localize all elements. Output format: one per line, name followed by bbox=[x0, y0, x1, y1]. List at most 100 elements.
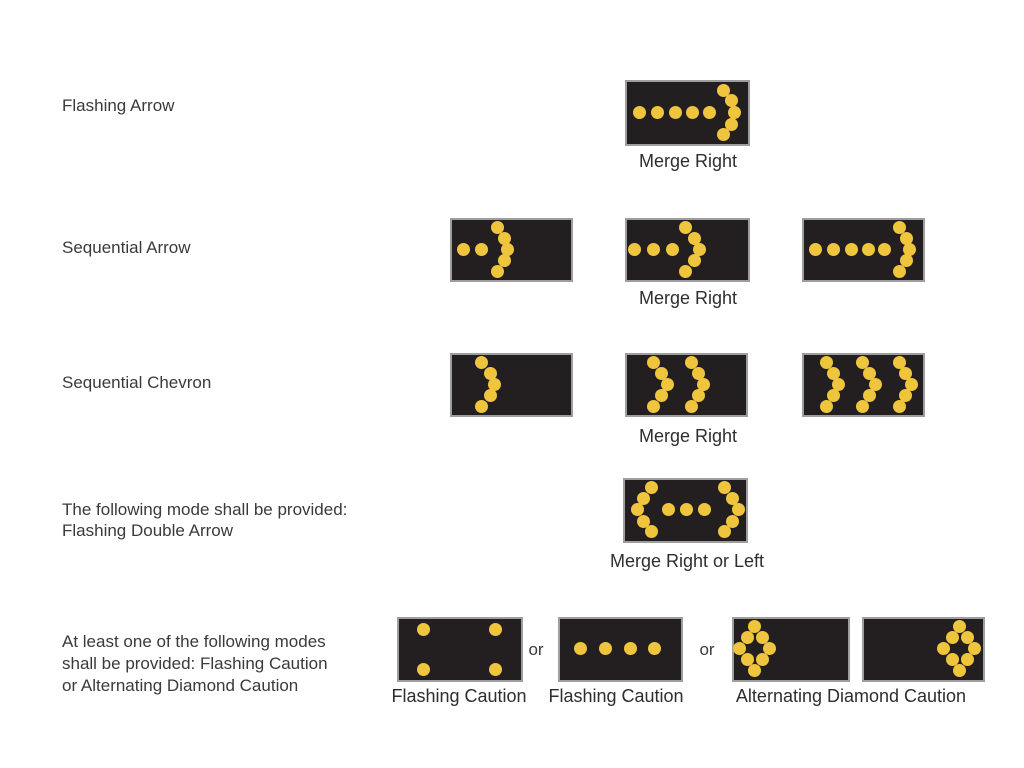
lamp-dot bbox=[630, 503, 644, 517]
lamp-dot bbox=[599, 642, 613, 656]
lamp-dot bbox=[717, 83, 731, 97]
panel-caption-0: Merge Right bbox=[638, 151, 738, 171]
lamp-dot bbox=[868, 377, 882, 391]
lamp-dot bbox=[855, 399, 869, 413]
lamp-dot bbox=[732, 503, 746, 517]
lamp-dot bbox=[693, 242, 707, 256]
lamp-dot bbox=[898, 366, 912, 380]
lamp-dot bbox=[748, 620, 762, 634]
lamp-dot bbox=[684, 399, 698, 413]
lamp-dot bbox=[899, 231, 913, 245]
sequential-arrow-frame-1 bbox=[450, 218, 573, 282]
lamp-dot bbox=[488, 377, 502, 391]
lamp-dot bbox=[724, 117, 738, 131]
lamp-dot bbox=[501, 242, 515, 256]
panel-caption-3: Merge Right or Left bbox=[609, 551, 765, 571]
lamp-dot bbox=[952, 664, 966, 678]
lamp-dot bbox=[892, 221, 906, 235]
row-label-line: or Alternating Diamond Caution bbox=[62, 676, 299, 695]
flashing-double-arrow-panel bbox=[623, 478, 748, 543]
lamp-dot bbox=[696, 377, 710, 391]
lamp-dot bbox=[827, 242, 841, 256]
sequential-arrow-frame-3 bbox=[802, 218, 925, 282]
lamp-dot bbox=[655, 366, 668, 380]
lamp-dot bbox=[688, 254, 702, 268]
lamp-dot bbox=[724, 94, 738, 108]
lamp-dot bbox=[490, 264, 504, 278]
lamp-dot bbox=[416, 663, 430, 677]
lamp-dot bbox=[762, 642, 776, 656]
lamp-dot bbox=[937, 642, 951, 656]
lamp-dot bbox=[904, 377, 918, 391]
lamp-dot bbox=[475, 242, 489, 256]
lamp-dot bbox=[892, 399, 906, 413]
lamp-dot bbox=[647, 642, 661, 656]
panel-caption-6: Alternating Diamond Caution bbox=[735, 686, 967, 706]
lamp-dot bbox=[832, 377, 845, 391]
lamp-dot bbox=[748, 664, 762, 678]
row-label-line: At least one of the following modes bbox=[62, 632, 326, 651]
lamp-dot bbox=[497, 254, 511, 268]
lamp-dot bbox=[475, 356, 489, 370]
lamp-dot bbox=[646, 356, 660, 370]
lamp-dot bbox=[945, 653, 959, 667]
lamp-dot bbox=[952, 620, 966, 634]
lamp-dot bbox=[698, 503, 712, 517]
lamp-dot bbox=[627, 242, 641, 256]
lamp-dot bbox=[702, 105, 716, 119]
lamp-dot bbox=[490, 221, 504, 235]
lamp-dot bbox=[684, 356, 698, 370]
lamp-dot bbox=[878, 242, 892, 256]
lamp-dot bbox=[741, 631, 755, 645]
lamp-dot bbox=[632, 105, 646, 119]
lamp-dot bbox=[945, 631, 959, 645]
row-label-line: The following mode shall be provided: bbox=[62, 500, 348, 519]
row-label-0: Flashing Arrow bbox=[62, 95, 174, 116]
lamp-dot bbox=[961, 631, 975, 645]
panel-caption-1: Merge Right bbox=[638, 288, 738, 308]
lamp-dot bbox=[820, 399, 834, 413]
lamp-dot bbox=[685, 105, 699, 119]
sequential-chevron-frame-2 bbox=[625, 353, 748, 417]
lamp-dot bbox=[666, 242, 680, 256]
lamp-dot bbox=[827, 366, 841, 380]
lamp-dot bbox=[680, 503, 694, 517]
lamp-dot bbox=[623, 642, 637, 656]
lamp-dot bbox=[717, 128, 731, 142]
row-label-1: Sequential Arrow bbox=[62, 237, 191, 258]
lamp-dot bbox=[650, 105, 664, 119]
lamp-dot bbox=[497, 231, 511, 245]
lamp-dot bbox=[636, 514, 650, 528]
lamp-dot bbox=[726, 514, 740, 528]
row-label-line: Flashing Double Arrow bbox=[62, 521, 234, 540]
lamp-dot bbox=[726, 491, 740, 505]
lamp-dot bbox=[655, 389, 668, 403]
lamp-dot bbox=[488, 663, 502, 677]
lamp-dot bbox=[717, 525, 731, 539]
lamp-dot bbox=[483, 366, 497, 380]
diamond-caution-left-panel bbox=[732, 617, 850, 682]
panel-caption-4: Flashing Caution bbox=[391, 686, 527, 706]
lamp-dot bbox=[646, 399, 660, 413]
lamp-dot bbox=[678, 264, 692, 278]
lamp-dot bbox=[892, 264, 906, 278]
diamond-caution-right-panel bbox=[862, 617, 985, 682]
lamp-dot bbox=[862, 366, 876, 380]
lamp-dot bbox=[756, 631, 769, 645]
lamp-dot bbox=[688, 231, 702, 245]
lamp-dot bbox=[845, 242, 859, 256]
lamp-dot bbox=[741, 653, 755, 667]
flashing-arrow-panel bbox=[625, 80, 750, 146]
or-text-0: or bbox=[528, 640, 544, 659]
lamp-dot bbox=[898, 389, 912, 403]
flashing-caution-bar-panel bbox=[558, 617, 683, 682]
lamp-dot bbox=[892, 356, 906, 370]
row-label-line: shall be provided: Flashing Caution bbox=[62, 654, 328, 673]
lamp-dot bbox=[457, 242, 471, 256]
sequential-arrow-frame-2 bbox=[625, 218, 750, 282]
lamp-dot bbox=[662, 503, 676, 517]
lamp-dot bbox=[678, 221, 692, 235]
lamp-dot bbox=[574, 642, 588, 656]
panel-caption-5: Flashing Caution bbox=[548, 686, 684, 706]
